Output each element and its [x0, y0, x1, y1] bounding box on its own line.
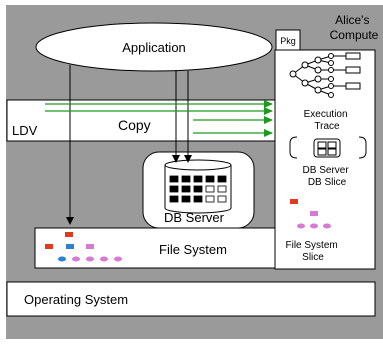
execution-trace-line1: Execution [304, 109, 348, 120]
fs-pink-dot [100, 256, 108, 262]
execution-trace-line2: Trace [314, 121, 340, 132]
file-system-slice-label: File System Slice [285, 240, 340, 263]
fs-blue-block [66, 244, 74, 249]
computer-label-line1: Alice's [335, 13, 369, 27]
fs-pink-dot [86, 256, 94, 262]
db-slice-line2: DB Slice [308, 177, 347, 188]
execution-trace-label: Execution Trace [304, 109, 351, 132]
computer-label: Alice's Compute [330, 13, 379, 42]
fs-red-block [65, 232, 73, 237]
fs-slice-pink-dot [310, 223, 318, 229]
fs-slice-pink-dot [297, 223, 305, 229]
fs-red-block [45, 244, 53, 249]
application-node [35, 22, 273, 72]
operating-system-label: Operating System [24, 292, 128, 307]
fs-slice-line2: Slice [302, 252, 324, 263]
fs-slice-red-block [290, 199, 298, 204]
db-slice-icon [289, 136, 367, 159]
pkg-label: Pkg [280, 36, 296, 46]
fs-pink-dot [72, 256, 80, 262]
fs-slice-line1: File System [285, 240, 337, 251]
application-label: Application [122, 40, 186, 55]
execution-trace-tree-icon [289, 52, 361, 98]
database-grid-icon [169, 175, 227, 203]
file-system-label: File System [159, 242, 227, 257]
file-system-slice-blocks [290, 199, 331, 229]
ldv-label: LDV [12, 123, 38, 138]
copy-label: Copy [118, 117, 151, 133]
file-system-band [34, 227, 276, 269]
computer-label-line2: Compute [330, 28, 379, 42]
fs-blue-dot [58, 256, 66, 262]
db-slice-label: DB Server DB Slice [303, 165, 352, 188]
operating-system-band [6, 281, 376, 317]
file-system-blocks [45, 232, 122, 262]
application-arrows [66, 65, 192, 225]
copy-arrows [45, 100, 273, 137]
fs-pink-block [86, 244, 94, 249]
fs-slice-pink-block [310, 211, 318, 216]
db-slice-line1: DB Server [303, 165, 350, 176]
db-server-label: DB Server [164, 210, 225, 225]
fs-slice-pink-dot [323, 223, 331, 229]
fs-pink-dot [114, 256, 122, 262]
